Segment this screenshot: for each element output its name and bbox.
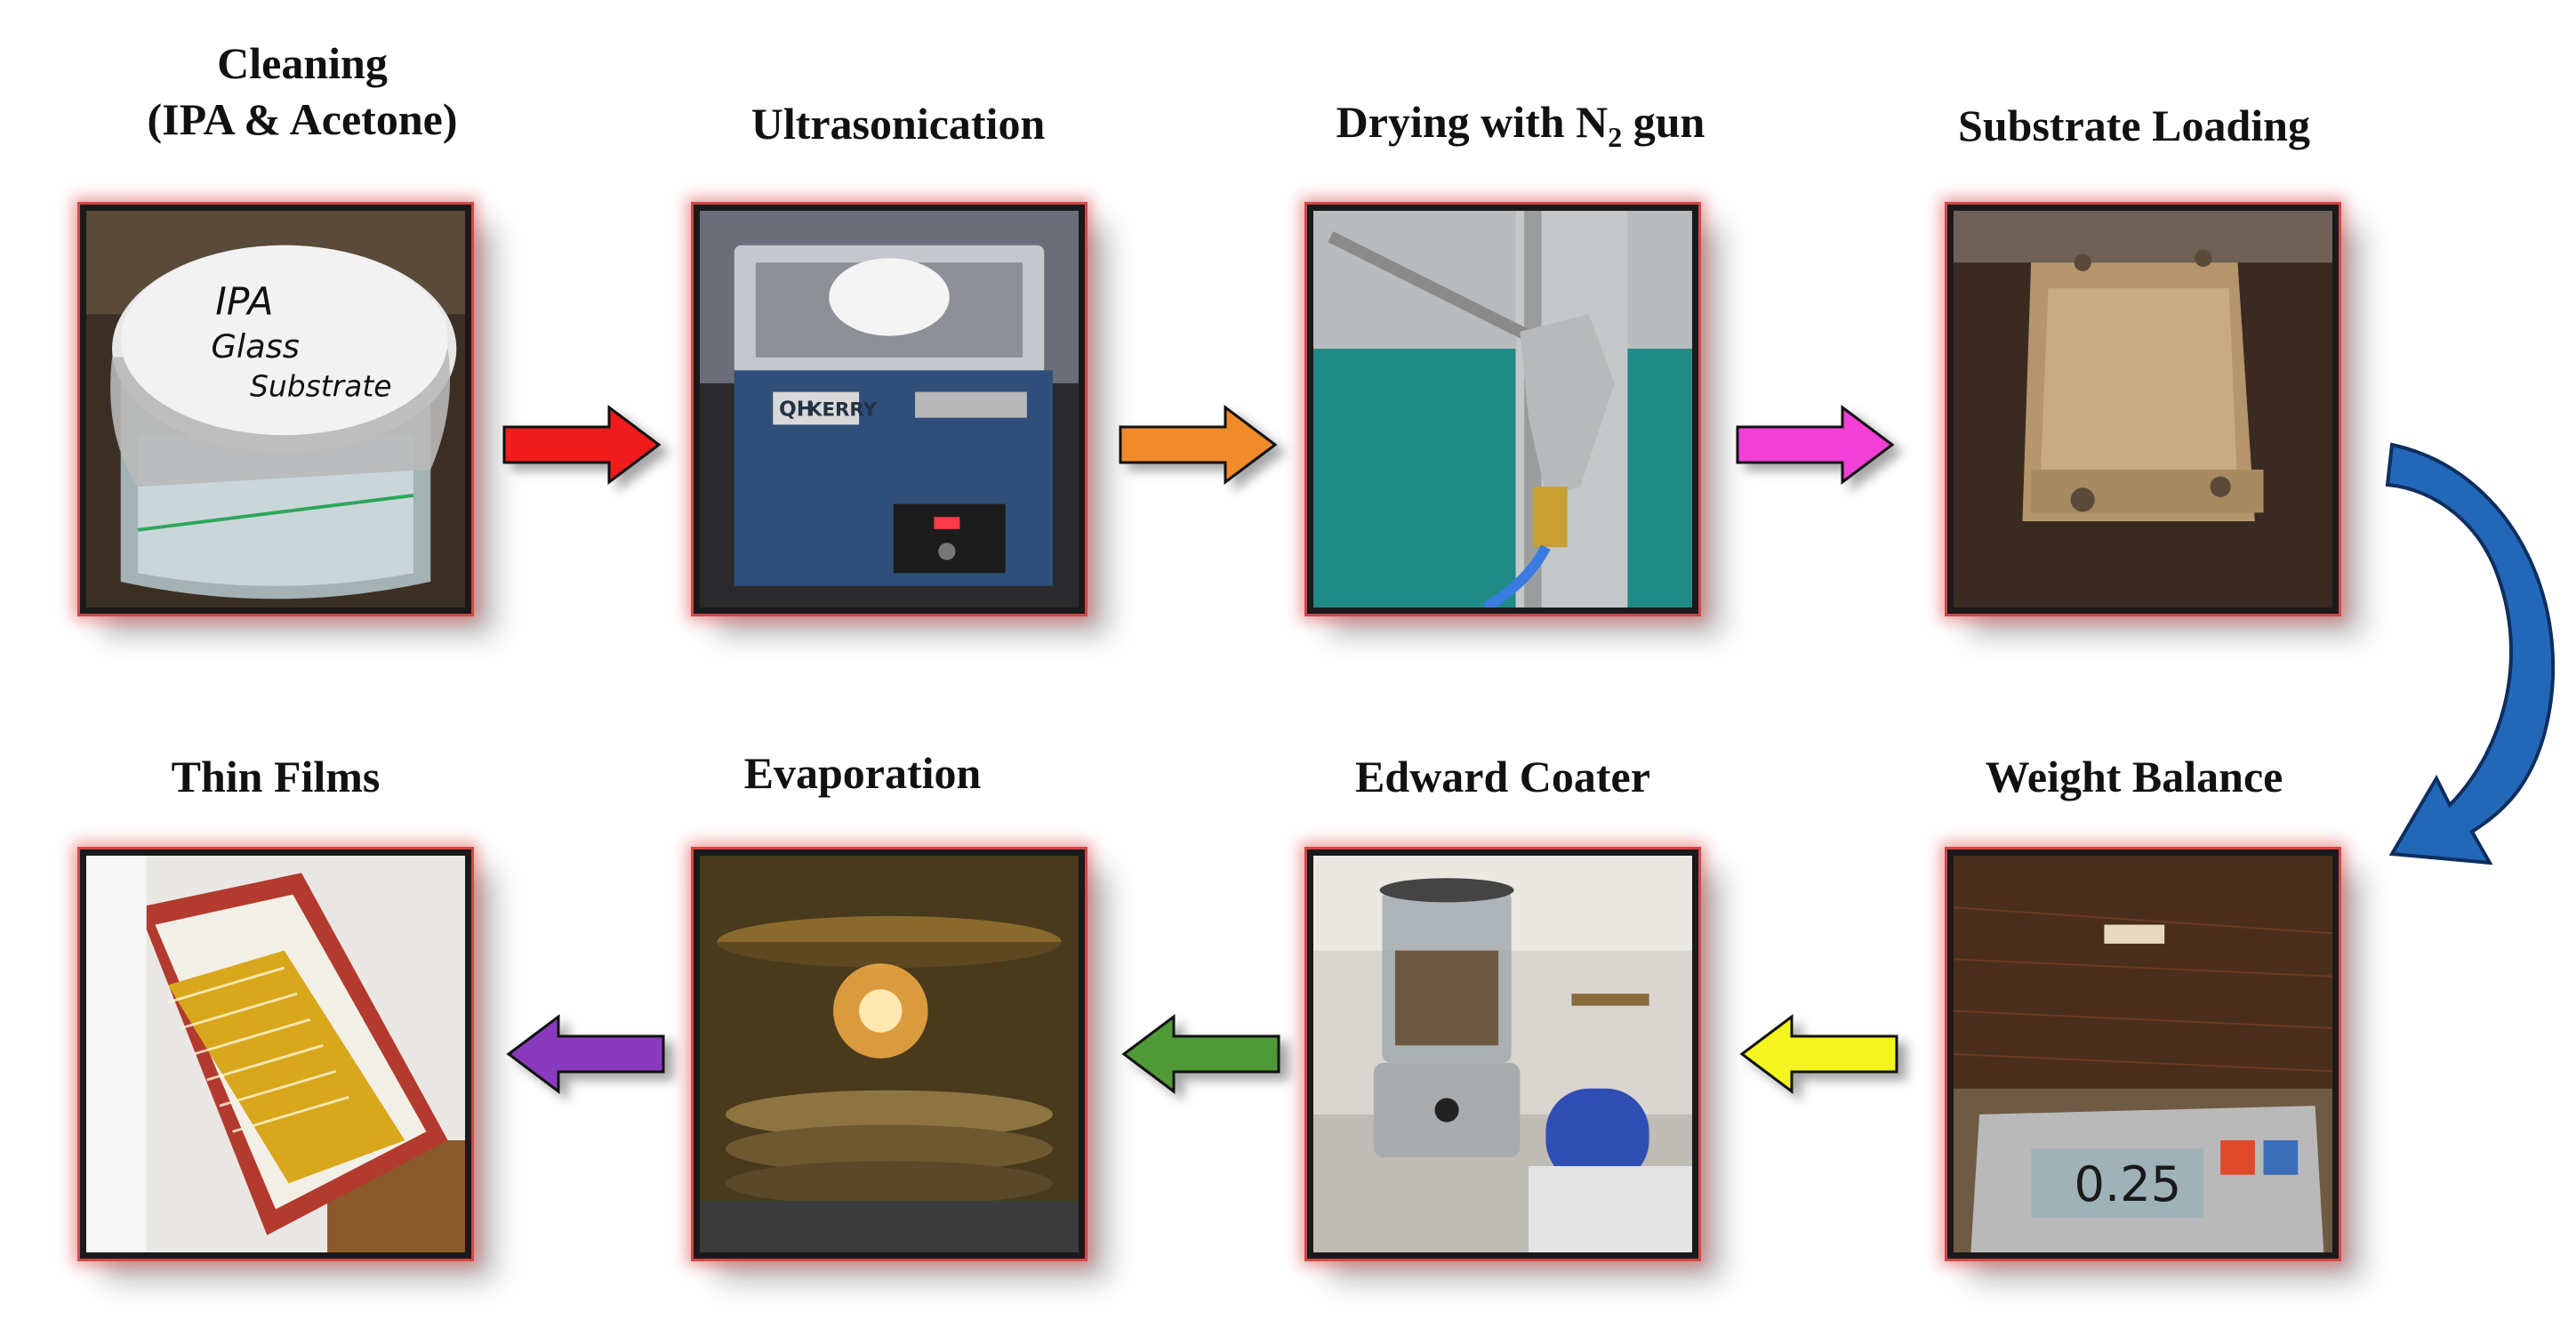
photo-substrate-loading	[1947, 205, 2339, 614]
right-arrow-icon	[502, 405, 662, 485]
arrow-weight-balance-to-edward-coater	[1738, 1014, 1898, 1094]
step-title-evaporation: Evaporation	[743, 748, 982, 798]
edward-coater-illustration	[1313, 856, 1692, 1252]
photo-weight-balance: 0.25	[1947, 849, 2339, 1259]
balance-display-reading: 0.25	[2074, 1156, 2182, 1212]
left-arrow-icon	[1739, 1014, 1898, 1094]
cleaning-beaker-illustration: IPA Glass Substrate	[86, 211, 465, 608]
photo-evaporation	[694, 849, 1085, 1259]
photo-thin-films	[80, 849, 471, 1259]
photo-ultrasonication: QH KERRY	[694, 205, 1085, 614]
arrow-drying-to-substrate-loading	[1736, 405, 1896, 485]
step-title-cleaning: Cleaning (IPA & Acetone)	[147, 38, 458, 144]
photo-cleaning: IPA Glass Substrate	[80, 205, 471, 614]
beaker-label-substrate: Substrate	[250, 368, 392, 403]
photo-drying	[1307, 205, 1698, 614]
ultrasonic-bath-illustration: QH KERRY	[700, 211, 1079, 608]
thin-films-illustration	[86, 856, 465, 1252]
step-title-thin-films: Thin Films	[171, 752, 381, 801]
arrow-evaporation-to-thin-films	[505, 1014, 665, 1094]
arrow-edward-coater-to-evaporation	[1120, 1014, 1280, 1094]
evaporation-chamber-illustration	[700, 856, 1079, 1252]
beaker-label-ipa: IPA	[215, 279, 273, 324]
substrate-holder-illustration	[1954, 211, 2332, 608]
arrow-cleaning-to-ultrasonication	[502, 405, 662, 485]
weight-balance-illustration: 0.25	[1954, 856, 2332, 1252]
bath-brand-qh: QH	[779, 398, 814, 422]
step-title-drying: Drying with N2 gun	[1336, 97, 1705, 153]
nitrogen-gun-illustration	[1313, 211, 1692, 608]
right-arrow-icon	[1736, 405, 1895, 485]
curved-arrow-icon	[2385, 442, 2556, 865]
bath-brand-kerry: KERRY	[807, 399, 878, 422]
left-arrow-icon	[1121, 1014, 1280, 1094]
arrow-ultrasonication-to-drying	[1119, 405, 1279, 485]
step-title-edward-coater: Edward Coater	[1355, 752, 1650, 801]
step-title-substrate-loading: Substrate Loading	[1958, 101, 2310, 150]
photo-edward-coater	[1307, 849, 1698, 1259]
arrow-substrate-loading-to-weight-balance	[2365, 436, 2576, 907]
right-arrow-icon	[1119, 405, 1278, 485]
beaker-label-glass: Glass	[211, 327, 300, 366]
step-title-weight-balance: Weight Balance	[1985, 752, 2283, 801]
left-arrow-icon	[506, 1014, 665, 1094]
step-title-ultrasonication: Ultrasonication	[750, 99, 1046, 149]
